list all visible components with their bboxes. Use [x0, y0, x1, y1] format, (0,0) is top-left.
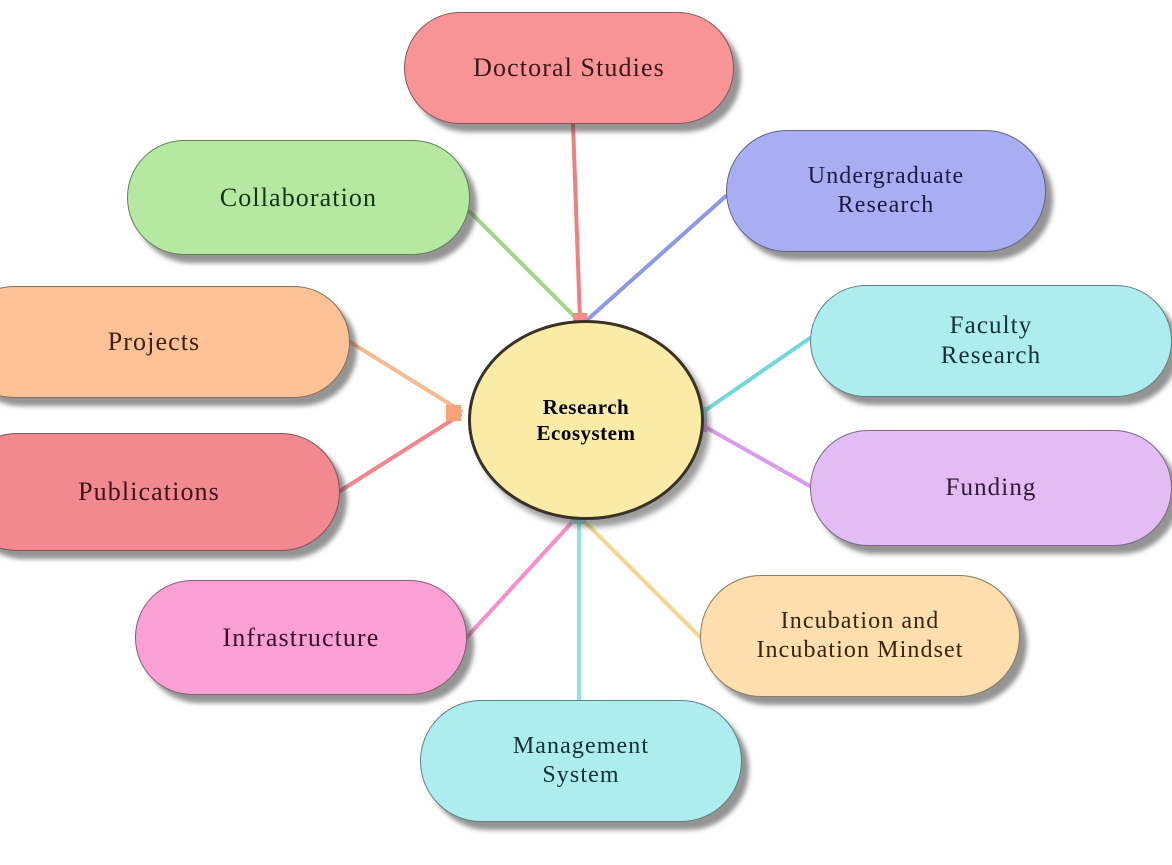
node-label-faculty-research: Faculty Research [940, 311, 1042, 370]
node-publications[interactable]: Publications [0, 433, 340, 551]
edge-publications [338, 413, 462, 493]
node-label-funding: Funding [945, 473, 1037, 501]
node-label-projects: Projects [107, 327, 201, 357]
edge-projects [348, 340, 463, 413]
node-funding[interactable]: Funding [810, 430, 1172, 546]
edge-doctoral-studies [571, 122, 582, 322]
edge-faculty-research [698, 336, 812, 416]
node-label-doctoral-studies: Doctoral Studies [473, 53, 665, 83]
node-doctoral-studies[interactable]: Doctoral Studies [404, 12, 734, 124]
edge-infrastructure [464, 517, 577, 640]
node-label-collaboration: Collaboration [219, 182, 378, 212]
junction-left [446, 405, 461, 421]
node-undergraduate-research[interactable]: Undergraduate Research [726, 130, 1046, 252]
edge-collaboration [468, 210, 578, 320]
node-projects[interactable]: Projects [0, 286, 350, 398]
node-collaboration[interactable]: Collaboration [127, 140, 470, 255]
edge-undergraduate-research [584, 194, 728, 323]
center-node-research-ecosystem[interactable]: Research Ecosystem [468, 320, 704, 520]
node-label-incubation-mindset: Incubation and Incubation Mindset [756, 607, 964, 663]
node-management-system[interactable]: Management System [420, 700, 742, 822]
edge-incubation-mindset [581, 518, 703, 640]
node-label-publications: Publications [78, 477, 220, 507]
edge-funding [698, 422, 812, 488]
node-incubation-mindset[interactable]: Incubation and Incubation Mindset [700, 575, 1020, 697]
node-label-management-system: Management System [512, 732, 650, 788]
node-label-undergraduate-research: Undergraduate Research [807, 162, 965, 218]
node-faculty-research[interactable]: Faculty Research [810, 285, 1172, 397]
node-infrastructure[interactable]: Infrastructure [135, 580, 467, 695]
node-label-infrastructure: Infrastructure [222, 622, 380, 652]
center-node-label: Research Ecosystem [536, 394, 636, 445]
